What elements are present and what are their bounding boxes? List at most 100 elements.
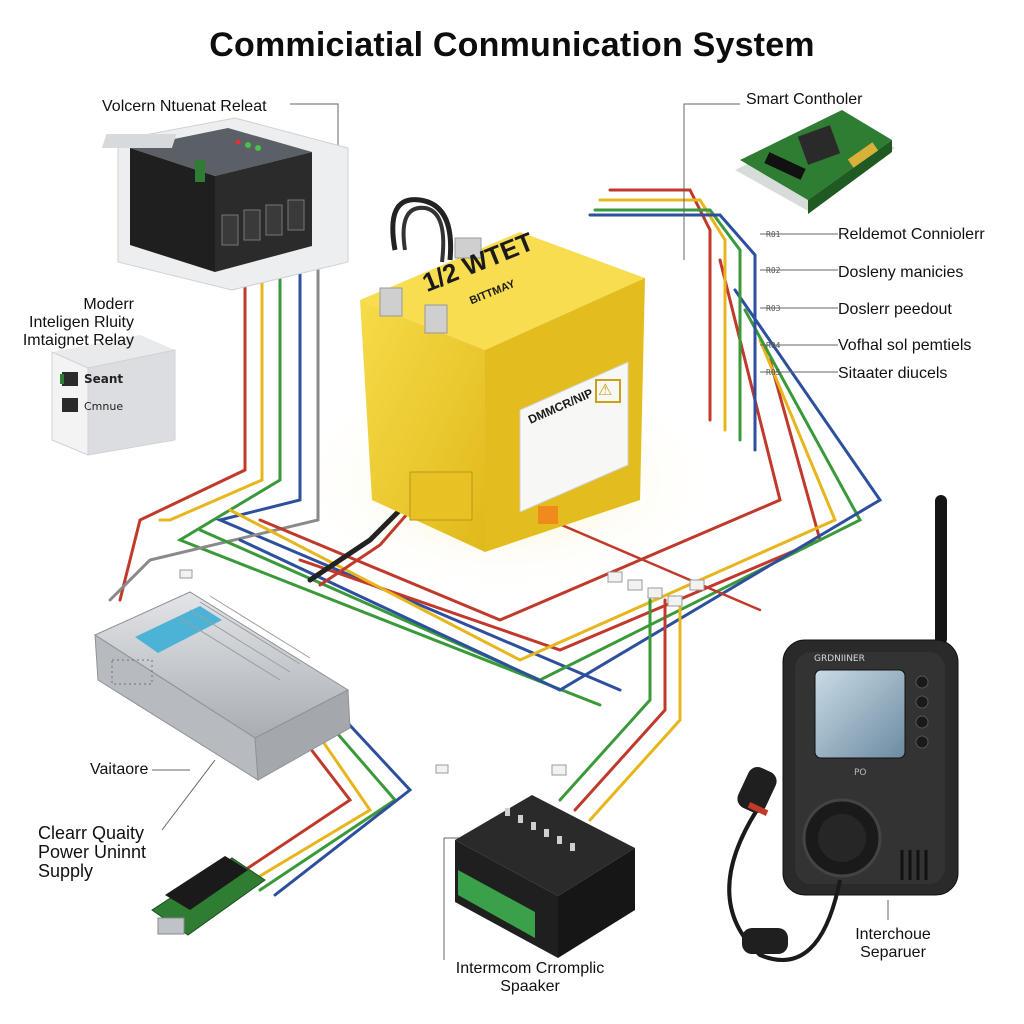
battery-top-cable-1	[390, 197, 454, 261]
intercom-terminal-block	[458, 870, 535, 938]
radio-brand: GRDNIINER	[814, 654, 865, 664]
pcb-edge	[808, 140, 892, 214]
label-right-5: Sitaater diucels	[838, 365, 948, 382]
wire-blue-left	[215, 243, 622, 692]
microphone-icon	[737, 767, 777, 813]
wire-pcb-yellow	[243, 728, 373, 887]
wire-harness	[108, 188, 883, 897]
label-power-supply-2: Power Uninnt	[38, 842, 147, 862]
battery-terminal-left	[379, 287, 403, 317]
intercom-side	[558, 848, 635, 958]
wire-to-intercom-3	[588, 598, 682, 822]
power-unit-side	[254, 689, 351, 781]
radio-side-buttons	[915, 675, 929, 749]
power-unit-fins	[179, 595, 311, 681]
battery-terminal-right	[424, 304, 448, 334]
battery-sticker	[519, 361, 629, 513]
wire-to-intercom-1	[558, 598, 652, 802]
wire-to-intercom-2	[573, 598, 667, 812]
label-vaitore: Vaitaore	[90, 761, 149, 778]
label-modern-relay-2: Inteligen Rluity	[29, 314, 134, 331]
label-modern-relay-1: Moderr	[83, 296, 134, 313]
relay-module-window-2	[62, 398, 78, 412]
battery-cable-black	[307, 497, 413, 583]
label-modern-relay-3: Imtaignet Relay	[22, 332, 134, 349]
label-interchoue-1: Interchoue	[855, 926, 931, 943]
leader-power	[161, 759, 216, 831]
label-power-supply-3: Supply	[38, 861, 94, 881]
bottom-pcb-usb	[157, 917, 185, 935]
antenna-icon	[935, 495, 947, 645]
pcb-chip	[797, 125, 841, 165]
label-interchoue-2: Separuer	[860, 944, 926, 961]
label-power-supply: Clearr Quaity Power Uninnt Supply	[38, 824, 146, 881]
relay-module-stripe	[60, 374, 64, 384]
intercom-pins	[505, 808, 575, 851]
wire-pcb-blue	[273, 718, 413, 897]
label-relay-top: Volcern Ntuenat Releat	[102, 98, 267, 115]
radio-grille	[900, 850, 928, 880]
page-title: Commiciatial Conmunication System	[209, 26, 815, 64]
label-right-3: Doslerr peedout	[838, 301, 952, 318]
wire-red-loop2	[258, 258, 782, 622]
wire-connectors	[179, 569, 705, 776]
bottom-pcb	[151, 856, 266, 936]
relay-module-window-1	[62, 372, 78, 386]
battery-sticker-box	[595, 379, 621, 403]
label-power-supply-1: Clearr Quaity	[38, 823, 145, 843]
right-tick-2: R02	[766, 266, 781, 275]
radio-device	[727, 495, 959, 962]
wire-blue-right	[588, 213, 757, 452]
battery-orange-clip	[538, 506, 558, 524]
pcb-header	[764, 152, 806, 180]
wire-green-right	[593, 208, 742, 442]
intercom-module	[455, 795, 635, 958]
label-right-4: Vofhal sol pemtiels	[838, 337, 972, 354]
label-right-2: Dosleny manicies	[838, 264, 964, 281]
right-tick-4: R04	[766, 341, 781, 350]
relay-green-tab	[195, 160, 205, 182]
relay-module-top	[52, 335, 175, 368]
battery-top-cable-2	[401, 205, 446, 263]
relay-top-face	[130, 128, 312, 176]
relay-terminal-3	[265, 204, 283, 236]
relay-led-3	[235, 139, 241, 145]
wire-blue-loop	[238, 288, 883, 692]
label-intercom: Intermcom Crromplic Spaaker	[430, 960, 630, 996]
wire-yellow-loop	[228, 338, 837, 662]
relay-label-strip	[101, 134, 177, 148]
battery-red-lead	[548, 518, 762, 612]
right-tick-3: R03	[766, 304, 781, 313]
wire-yellow-left	[158, 253, 264, 522]
relay-led-2	[255, 145, 261, 151]
label-intercom-2: Spaaker	[500, 978, 560, 995]
label-right-1: Reldemot Conniolerr	[838, 226, 985, 243]
wire-red-left	[118, 253, 247, 602]
pcb-gold-contacts	[847, 142, 879, 168]
battery-cable-red	[318, 503, 417, 587]
power-unit-vent	[111, 659, 153, 685]
smart-controller-board	[735, 110, 895, 214]
battery	[360, 197, 645, 552]
wire-gray-left	[108, 238, 320, 602]
radio-model: PO	[854, 768, 867, 778]
bottom-pcb-header	[165, 856, 248, 910]
wire-green-loop	[198, 308, 863, 682]
relay-module-side	[87, 349, 176, 456]
label-smart-controller: Smart Contholer	[746, 91, 863, 108]
label-intercom-1: Intermcom Crromplic	[455, 960, 605, 977]
label-modern-relay: Moderr Inteligen Rluity Imtaignet Relay	[16, 296, 134, 350]
relay-module	[51, 335, 176, 456]
intercom-top	[455, 795, 635, 896]
lcd-screen-icon	[814, 669, 906, 759]
earpiece	[742, 928, 788, 954]
power-unit	[93, 591, 351, 781]
relay-led-1	[245, 142, 251, 148]
battery-side-plug	[409, 471, 473, 521]
mic-cable	[727, 808, 842, 962]
power-unit-label	[135, 606, 222, 653]
right-tick-5: R05	[766, 368, 781, 377]
relay-terminal-2	[243, 209, 261, 241]
